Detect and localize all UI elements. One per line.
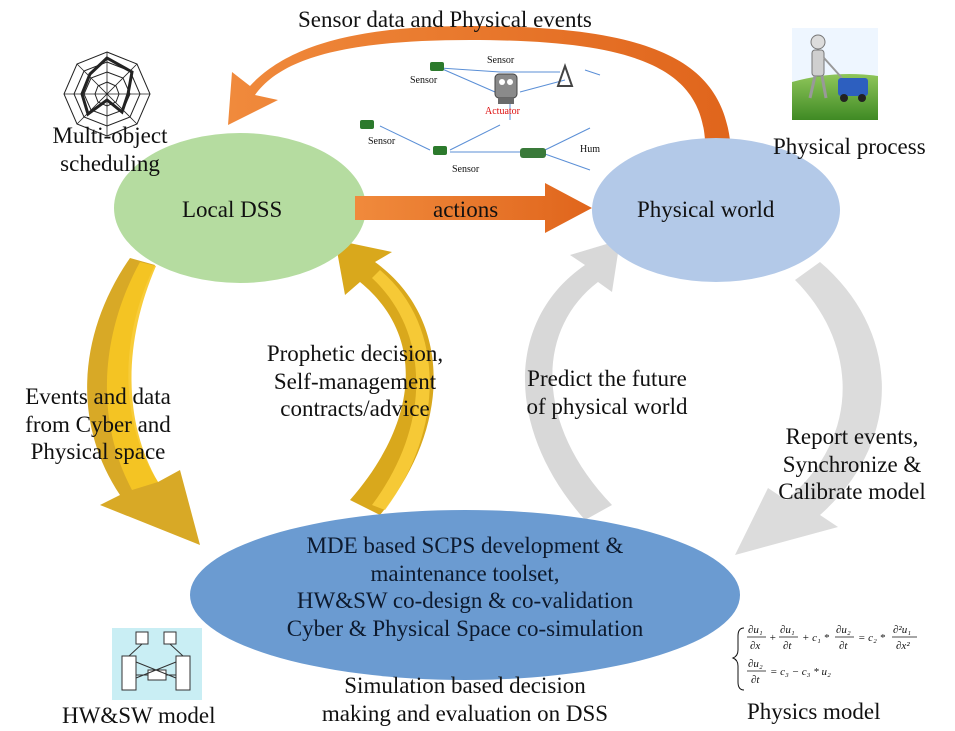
physical-world-label: Physical world [637,197,775,222]
sensor-label: Sensor [410,75,438,86]
predict-label: Predict the future of physical world [526,366,688,419]
report-label: Report events, Synchronize & Calibrate m… [778,424,926,505]
actions-arrow [355,183,592,233]
physical-process-picture [792,28,878,120]
events-data-label: Events and data from Cyber and Physical … [25,384,171,465]
top-arrow-label: Sensor data and Physical events [298,7,592,32]
hw-sw-diagram-icon [121,631,191,691]
multi-object-label: Multi-object scheduling [52,123,168,176]
mde-label: MDE based SCPS development & maintenance… [286,533,644,641]
top-feedback-arrow [228,26,730,140]
simulation-label: Simulation based decision making and eva… [321,673,609,726]
hum-label: Hum [580,144,600,155]
sensor-label: Sensor [487,55,515,66]
local-dss-ellipse [114,133,366,283]
sensor-devices [360,62,574,158]
prophetic-label: Prophetic decision, Self-management cont… [266,341,444,422]
physical-world-ellipse [592,138,840,282]
sensor-network-picture [379,67,601,171]
actuator-label: Actuator [485,106,520,117]
hw-sw-model-picture [112,628,202,700]
hw-sw-model-label: HW&SW model [62,703,216,728]
physical-process-label: Physical process [773,134,926,159]
mde-ellipse [190,510,740,680]
sensor-label: Sensor [452,164,480,175]
physics-model-label: Physics model [747,699,881,724]
actions-label: actions [433,197,499,222]
predict-arrow [525,240,620,520]
radar-chart-icon [63,51,151,137]
local-dss-label: Local DSS [182,197,283,222]
sensor-label: Sensor [368,136,396,147]
report-arrow [735,262,882,555]
